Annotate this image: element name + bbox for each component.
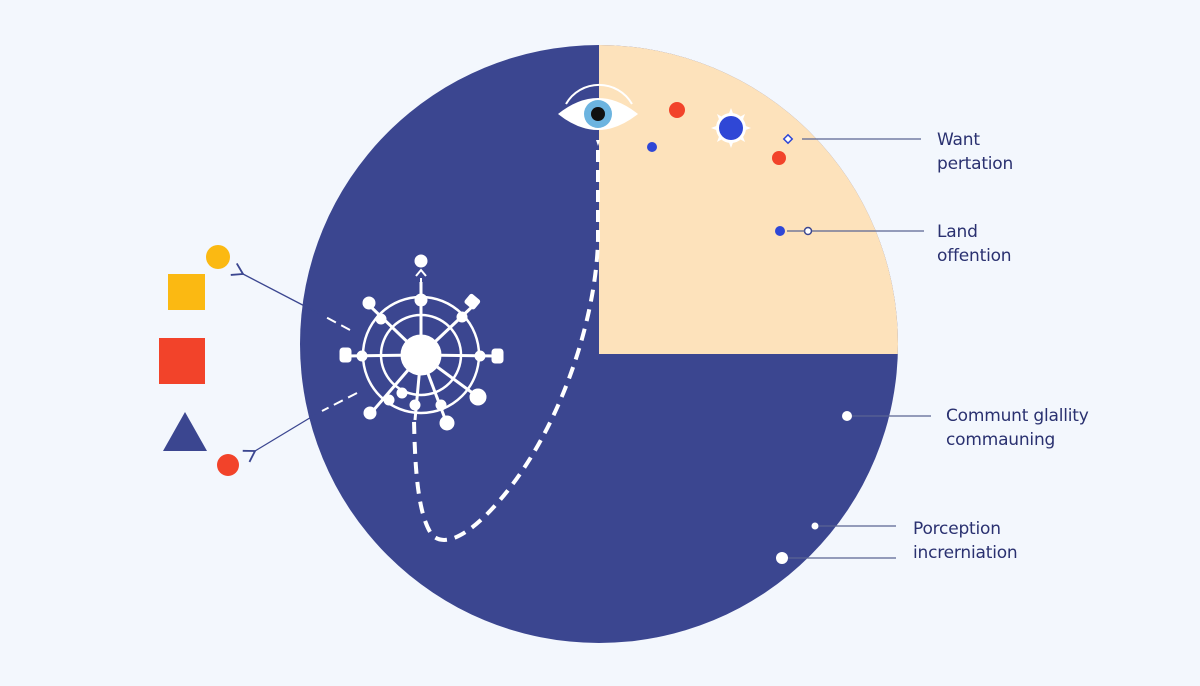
network-hub-icon xyxy=(339,254,504,431)
callout-label-3: Communt glallity commauning xyxy=(946,404,1089,452)
navy-triangle xyxy=(163,412,207,451)
blue-dot xyxy=(775,226,785,236)
small-ring xyxy=(803,226,813,236)
white-dot xyxy=(811,522,819,530)
callout-line2: increrniation xyxy=(913,543,1018,563)
main-circle xyxy=(300,45,898,643)
yellow-circle xyxy=(206,245,230,269)
red-square xyxy=(159,338,205,384)
legend-shapes xyxy=(159,245,239,476)
leader-lines xyxy=(787,138,931,559)
eye-icon xyxy=(558,83,638,146)
callout-label-1: Want pertation xyxy=(937,128,1013,176)
callout-label-4: Porception increrniation xyxy=(913,517,1018,565)
sun-icon xyxy=(711,108,751,148)
callout-line2: offention xyxy=(937,246,1012,266)
callout-line1: Communt glallity xyxy=(946,406,1089,426)
small-diamond-icon xyxy=(782,133,794,145)
red-circle xyxy=(217,454,239,476)
callout-label-2: Land offention xyxy=(937,220,1012,268)
peach-quadrant xyxy=(599,45,898,354)
blue-dot xyxy=(647,142,657,152)
yellow-square xyxy=(168,274,205,310)
red-dot xyxy=(772,151,786,165)
white-dot xyxy=(776,552,788,564)
callout-line1: Want xyxy=(937,130,980,150)
callout-line2: pertation xyxy=(937,154,1014,174)
callout-line1: Porception xyxy=(913,519,1001,539)
red-dot xyxy=(669,102,685,118)
dashed-path xyxy=(412,150,600,542)
callout-line1: Land xyxy=(937,222,978,242)
arrow-connectors xyxy=(230,262,358,463)
white-dot xyxy=(842,411,852,421)
callout-line2: commauning xyxy=(946,430,1056,450)
